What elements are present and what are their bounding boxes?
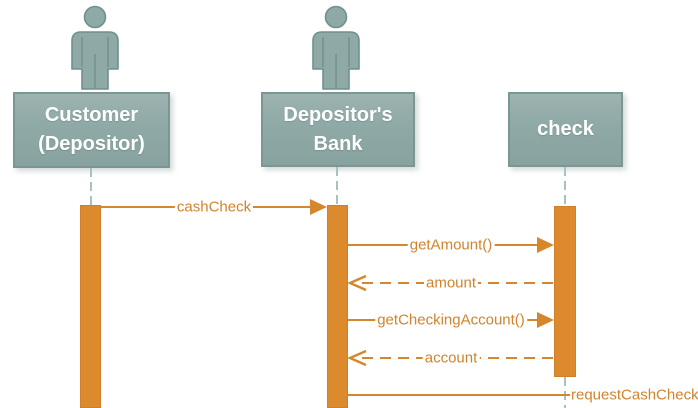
actor-label-line: (Depositor): [38, 133, 145, 155]
actor-box-bank: Depositor's Bank: [261, 92, 415, 167]
message-label: getCheckingAccount(): [375, 311, 527, 329]
message-label: getAmount(): [407, 236, 495, 254]
actor-label-line: Depositor's: [283, 103, 393, 126]
arrowhead-icon: [537, 312, 554, 328]
arrowhead-icon: [537, 237, 554, 253]
message-label: requestCashCheck: [570, 386, 698, 404]
arrowhead-open-icon: [347, 349, 367, 367]
message-label: amount: [423, 274, 479, 292]
message-label: account: [422, 349, 480, 367]
activation-bar-bank: [327, 205, 348, 408]
lifeline-bank: [336, 167, 338, 205]
activation-bar-check: [554, 206, 576, 377]
message-label: cashCheck: [174, 198, 254, 216]
actor-box-check: check: [508, 92, 623, 167]
arrowhead-open-icon: [347, 274, 367, 292]
actor-label-line: Bank: [313, 132, 363, 155]
actor-label-line: Customer: [44, 104, 139, 126]
actor-label-line: check: [537, 118, 594, 140]
person-icon: [71, 5, 119, 90]
lifeline-check: [564, 167, 566, 206]
activation-bar-customer: [80, 205, 101, 408]
arrowhead-icon: [310, 199, 327, 215]
message-line: [348, 394, 571, 396]
actor-box-customer: Customer (Depositor): [13, 92, 170, 168]
lifeline-customer: [90, 168, 92, 205]
lifeline-check: [564, 377, 566, 408]
person-icon: [312, 5, 360, 90]
